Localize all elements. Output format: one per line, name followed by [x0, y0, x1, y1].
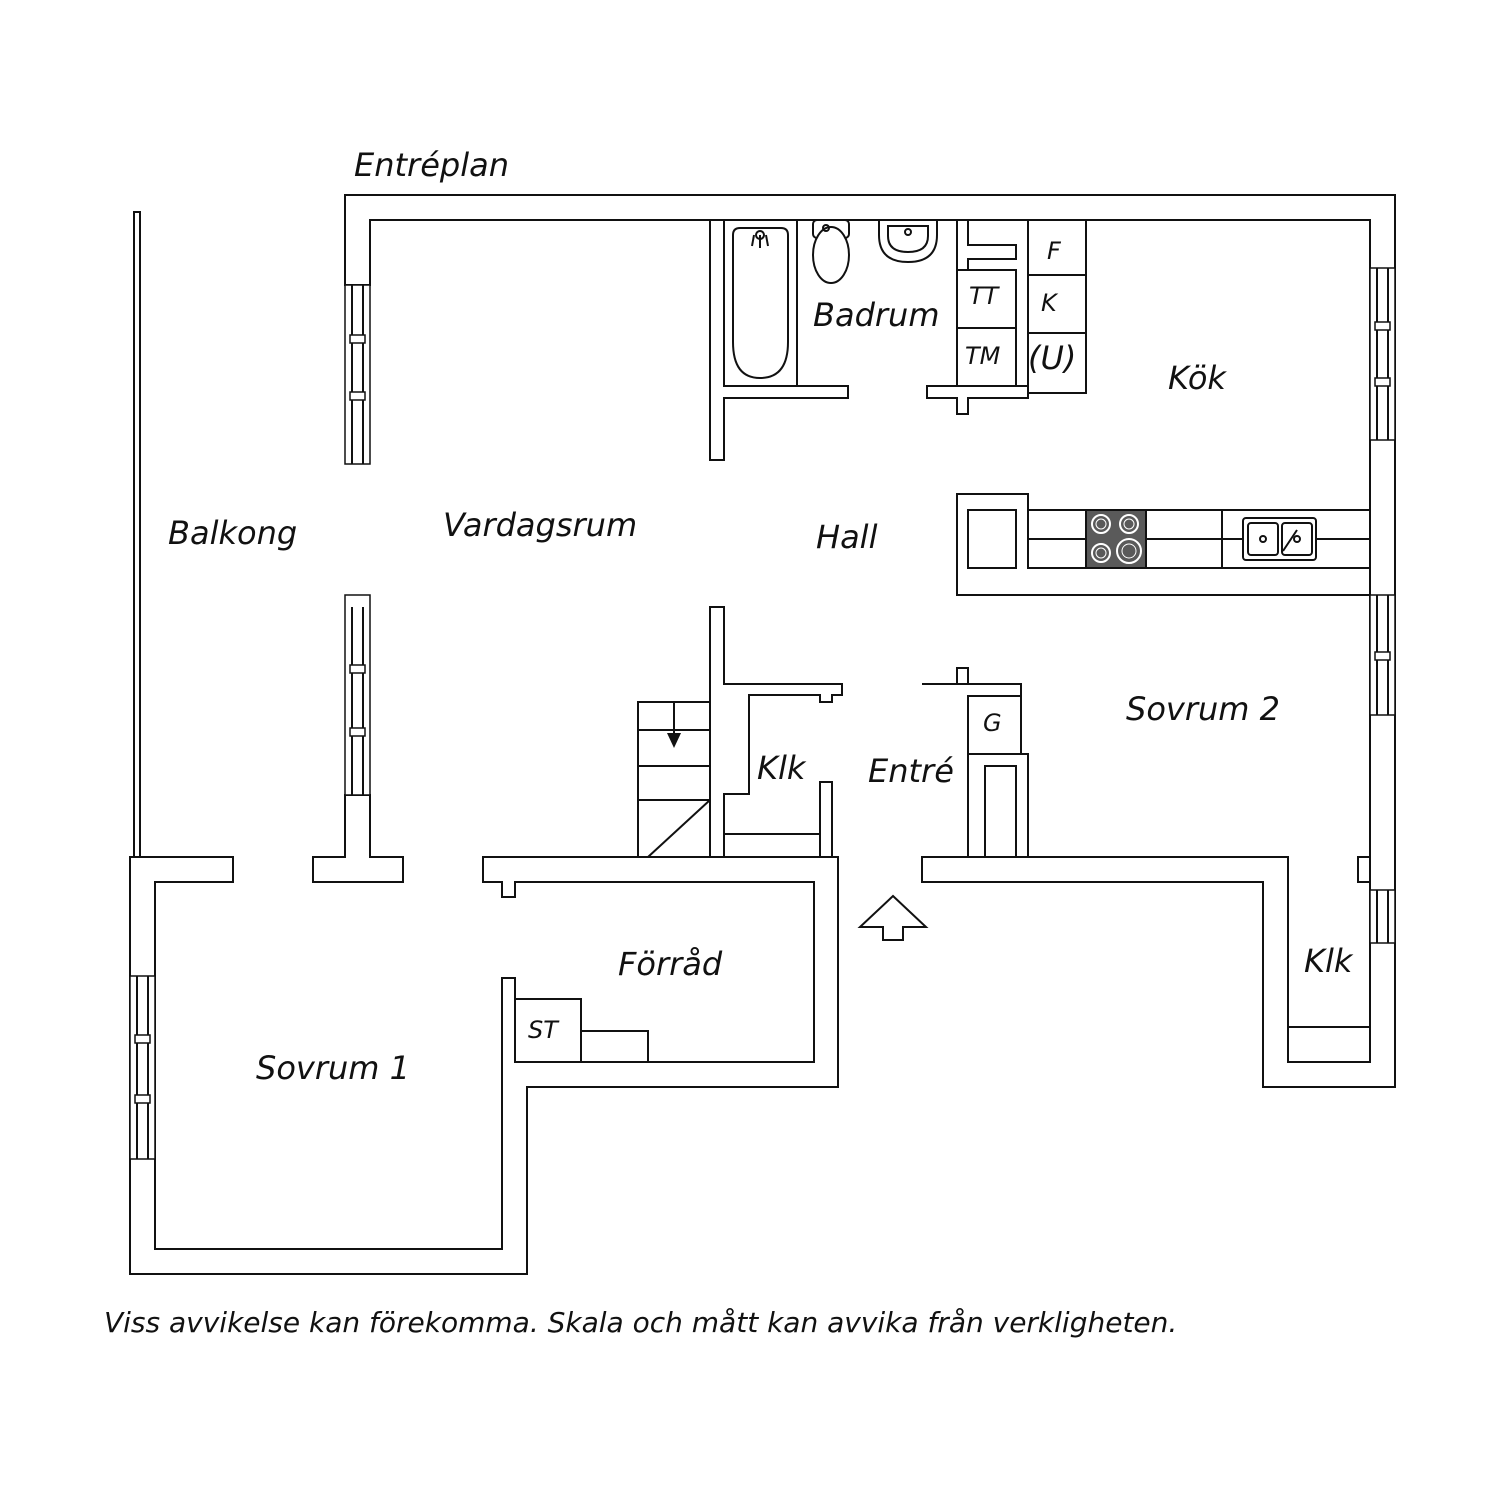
windows	[129, 267, 1396, 1160]
wall-entre-right	[922, 667, 1029, 858]
wall-left-lower	[312, 794, 404, 883]
window-kok	[1369, 267, 1396, 441]
window-klk2	[1369, 889, 1396, 944]
fixture-label-g: G	[983, 709, 1002, 737]
toilet-icon	[812, 219, 850, 284]
wall-jog-right	[1357, 856, 1371, 883]
kitchen-side-box	[967, 509, 1017, 569]
room-label-hall: Hall	[816, 518, 878, 556]
sink-icon	[878, 219, 938, 264]
wall-bath-right	[956, 219, 1017, 271]
room-label-vardagsrum: Vardagsrum	[443, 506, 637, 544]
kitchen-sink-icon	[1242, 517, 1317, 561]
klk2-shelf	[1287, 1026, 1371, 1063]
wall-klk1	[709, 606, 843, 858]
room-label-klk1: Klk	[757, 749, 807, 787]
tumble-dryer-box	[956, 269, 1017, 329]
disclaimer: Viss avvikelse kan förekomma. Skala och …	[104, 1306, 1177, 1339]
room-label-badrum: Badrum	[813, 296, 939, 334]
plan-title: Entréplan	[354, 146, 509, 184]
room-label-sovrum2: Sovrum 2	[1126, 690, 1280, 728]
oven-box	[1027, 332, 1087, 394]
wardrobe-box	[967, 695, 1022, 755]
room-label-balkong: Balkong	[168, 514, 297, 552]
room-label-entre: Entré	[868, 752, 954, 790]
fixture-label-st: ST	[528, 1016, 560, 1044]
fixture-label-k: K	[1041, 289, 1059, 317]
fixture-label-tm: TM	[965, 342, 1001, 370]
fixture-label-u: (U)	[1028, 339, 1076, 377]
fridge-box	[1027, 219, 1087, 276]
fixture-label-tt: TT	[969, 282, 1001, 310]
balcony-rail	[133, 211, 141, 858]
room-label-forrad: Förråd	[618, 945, 723, 983]
window-vardagsrum-bottom	[344, 594, 371, 796]
wall-sovrum1	[129, 856, 839, 1275]
wall-top	[344, 194, 1396, 1088]
storage-shelf	[580, 1030, 649, 1063]
klk1-shelf	[723, 833, 821, 858]
fixture-label-f: F	[1047, 237, 1062, 265]
room-label-kok: Kök	[1168, 359, 1227, 397]
window-sovrum1	[129, 975, 156, 1160]
room-label-sovrum1: Sovrum 1	[256, 1049, 410, 1087]
stove-icon	[1085, 509, 1147, 569]
labels: Entréplan Balkong Vardagsrum Hall Badrum…	[104, 146, 1354, 1339]
washer-box	[956, 327, 1017, 387]
freezer-box	[1027, 274, 1087, 334]
staircase-icon	[637, 701, 711, 858]
fixtures	[514, 219, 1371, 1063]
room-label-klk2: Klk	[1304, 942, 1354, 980]
entrance-arrow-icon	[857, 894, 929, 941]
window-vardagsrum-top	[344, 284, 371, 465]
storage-box	[514, 998, 582, 1063]
